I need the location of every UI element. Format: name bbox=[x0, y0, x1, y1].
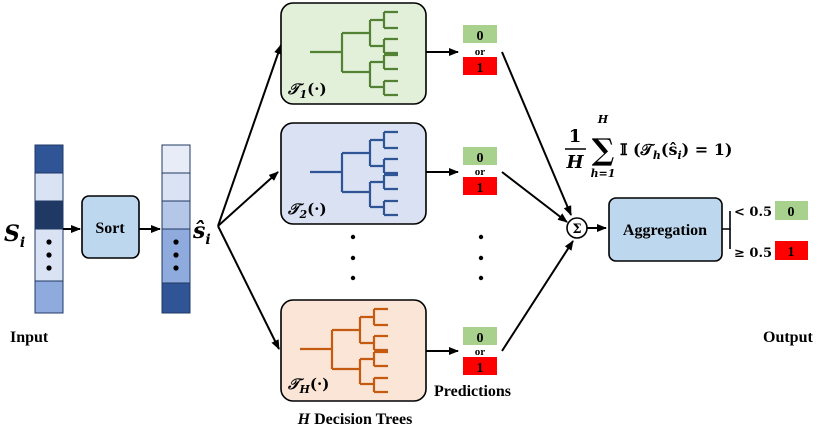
tree-ellipsis bbox=[350, 234, 484, 281]
svg-text:𝒯2(·): 𝒯2(·) bbox=[287, 200, 327, 221]
tree-box-1: 𝒯1(·) bbox=[280, 2, 427, 105]
aggregation-formula: 1 H H ∑ h=1 𝕀 (𝒯h(ŝi) = 1) bbox=[565, 113, 732, 180]
svg-text:Σ: Σ bbox=[572, 222, 581, 237]
svg-text:or: or bbox=[475, 166, 486, 178]
sorted-vector bbox=[161, 144, 191, 314]
svg-text:𝕀 (𝒯h(ŝi) = 1): 𝕀 (𝒯h(ŝi) = 1) bbox=[620, 140, 732, 162]
output-label: Output bbox=[763, 329, 813, 346]
tree-box-2: 𝒯2(·) bbox=[280, 122, 427, 225]
prediction-1: 0 or 1 bbox=[463, 25, 497, 76]
sort-box bbox=[81, 195, 140, 259]
svg-text:h=1: h=1 bbox=[591, 167, 616, 180]
svg-text:1: 1 bbox=[477, 61, 484, 76]
sort-label: Sort bbox=[95, 220, 125, 237]
svg-text:1: 1 bbox=[569, 126, 582, 147]
input-symbol: Si bbox=[4, 221, 25, 251]
decision-trees-label: H Decision Trees bbox=[297, 411, 413, 428]
threshold-low: < 0.5 bbox=[734, 205, 772, 220]
sorted-symbol: ŝi bbox=[192, 218, 211, 248]
svg-text:H: H bbox=[565, 152, 584, 173]
output-one bbox=[775, 241, 808, 260]
input-vector bbox=[34, 144, 64, 314]
svg-text:or: or bbox=[475, 46, 486, 58]
prediction-h: 0 or 1 bbox=[463, 327, 497, 376]
svg-text:1: 1 bbox=[788, 245, 795, 260]
svg-text:or: or bbox=[475, 346, 486, 358]
svg-text:0: 0 bbox=[477, 331, 484, 346]
svg-text:1: 1 bbox=[477, 361, 484, 376]
svg-text:1: 1 bbox=[477, 181, 484, 196]
svg-text:H: H bbox=[597, 113, 609, 126]
svg-text:0: 0 bbox=[788, 205, 795, 220]
input-label: Input bbox=[10, 329, 49, 346]
svg-text:0: 0 bbox=[477, 151, 484, 166]
predictions-label: Predictions bbox=[434, 383, 511, 400]
svg-text:∑: ∑ bbox=[592, 133, 615, 168]
svg-text:𝒯1(·): 𝒯1(·) bbox=[287, 80, 327, 101]
tree-box-h: 𝒯H(·) bbox=[280, 299, 427, 402]
output-zero bbox=[775, 201, 808, 220]
threshold-high: ≥ 0.5 bbox=[734, 246, 772, 261]
svg-text:0: 0 bbox=[477, 29, 484, 44]
prediction-2: 0 or 1 bbox=[463, 147, 497, 196]
aggregation-label: Aggregation bbox=[623, 222, 707, 239]
